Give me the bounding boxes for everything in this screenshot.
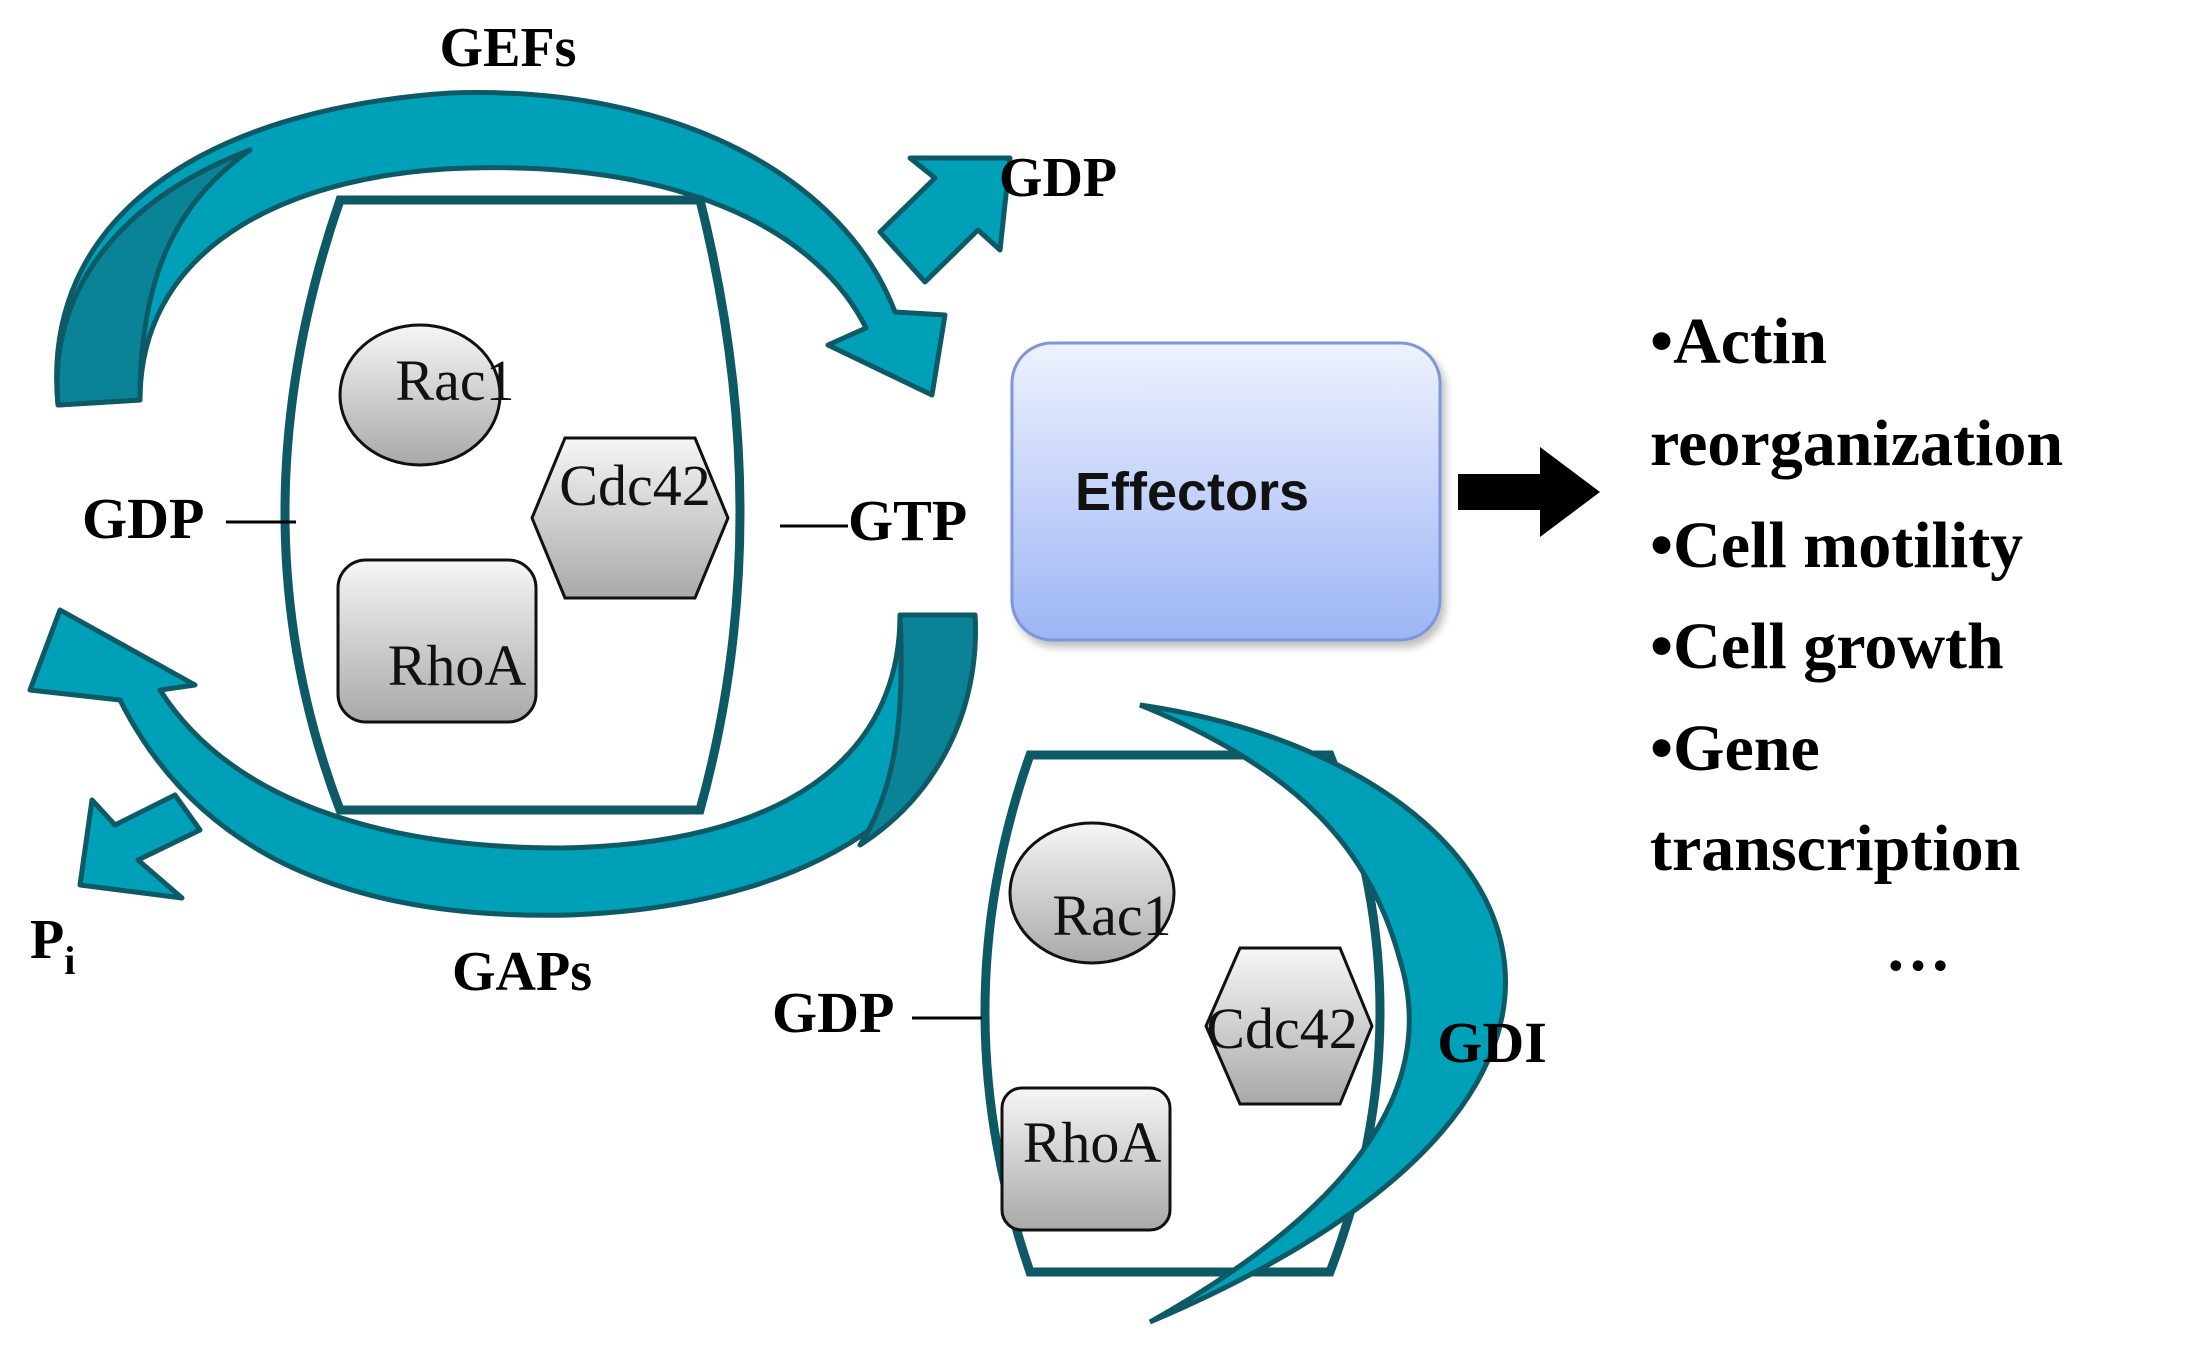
gdi-rac1-shape	[1008, 821, 1176, 965]
rhoa-label: RhoA	[388, 633, 527, 698]
gdp-released-label: GDP	[999, 147, 1117, 209]
gdi-rhoa-shape	[1000, 1086, 1172, 1232]
pi-subscript: i	[64, 938, 75, 983]
outcome-line: •Cell growth	[1650, 610, 2004, 683]
outcome-line: transcription	[1650, 812, 2020, 885]
outcome-ellipsis: …	[1885, 912, 1951, 985]
gap-cycle-arrow	[27, 607, 978, 918]
gdi-cdc42-label: Cdc42	[1206, 996, 1357, 1061]
effectors-label: Effectors	[1075, 462, 1309, 522]
outcome-line: reorganization	[1650, 407, 2063, 480]
gdi-cdc42-shape	[1204, 946, 1374, 1106]
cdc42-shape	[530, 436, 730, 600]
gtp-state-label: GTP	[848, 488, 967, 553]
gdp-release-arrow	[877, 155, 1013, 285]
gdi-crescent-shape	[1139, 702, 1509, 1325]
outcomes-list: •Actin reorganization •Cell motility •Ce…	[1650, 305, 2063, 985]
outcome-line: •Cell motility	[1650, 509, 2023, 582]
gef-cycle-arrow	[54, 90, 948, 408]
pi-label: Pi	[30, 909, 75, 983]
pi-release-arrow	[77, 792, 203, 901]
rac1-shape	[338, 323, 502, 467]
gdi-label: GDI	[1437, 1010, 1547, 1075]
rac1-label: Rac1	[395, 348, 514, 413]
gdi-rhoa-label: RhoA	[1023, 1110, 1162, 1175]
outcome-line: •Gene	[1650, 712, 1820, 785]
cdc42-label: Cdc42	[559, 453, 710, 518]
gdp-state-label: GDP	[82, 486, 204, 551]
gdi-rac1-label: Rac1	[1052, 883, 1171, 948]
outcome-line: •Actin	[1650, 305, 1827, 378]
effector-output-arrow	[1458, 447, 1600, 537]
gdi-gdp-label: GDP	[772, 980, 894, 1045]
effectors-box	[1010, 341, 1442, 642]
gefs-label: GEFs	[440, 17, 577, 79]
gaps-label: GAPs	[452, 941, 592, 1003]
rhoa-shape	[336, 558, 538, 724]
